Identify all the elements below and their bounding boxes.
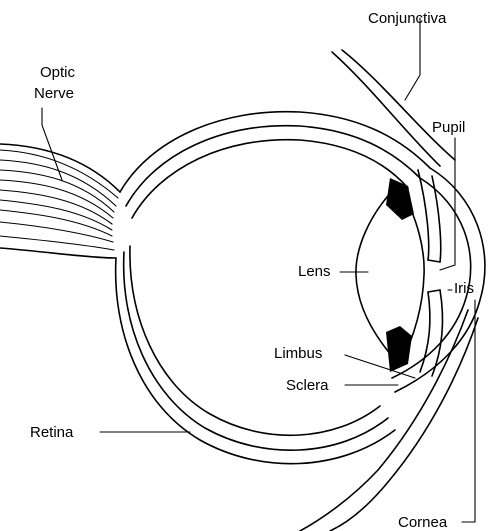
- limbus-label: Limbus: [274, 345, 322, 362]
- optic-nerve-label-line2: Nerve: [34, 85, 74, 102]
- retina-layer: [130, 140, 408, 436]
- lens-label: Lens: [298, 263, 331, 280]
- optic-nerve-label-line1: Optic: [40, 64, 76, 81]
- sclera-label: Sclera: [286, 377, 329, 394]
- retina-label: Retina: [30, 424, 74, 441]
- conjunctiva-label: Conjunctiva: [368, 10, 447, 27]
- sclera-wall: [116, 112, 430, 464]
- cornea-label: Cornea: [398, 514, 448, 531]
- leader-lines: [42, 18, 475, 522]
- optic-nerve-fibers: [0, 144, 120, 258]
- iris-label: Iris: [454, 280, 474, 297]
- pupil-label: Pupil: [432, 119, 465, 136]
